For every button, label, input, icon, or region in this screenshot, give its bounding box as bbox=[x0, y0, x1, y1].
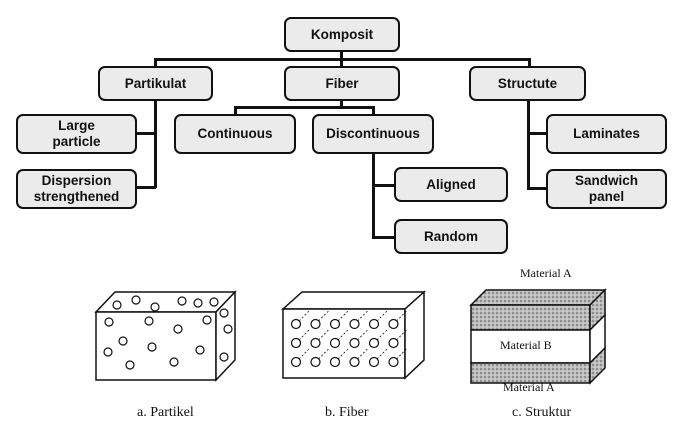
node-continuous: Continuous bbox=[174, 114, 296, 154]
fiber-line bbox=[337, 328, 350, 341]
node-label: strengthened bbox=[33, 189, 120, 204]
node-large-particle: Large particle bbox=[16, 114, 137, 154]
node-partikulat: Partikulat bbox=[98, 66, 213, 101]
fiber-line bbox=[318, 328, 330, 341]
connector bbox=[234, 106, 237, 116]
fiber-end bbox=[290, 337, 302, 349]
structure-block bbox=[469, 288, 607, 385]
connector bbox=[372, 236, 396, 239]
node-label: particle bbox=[52, 134, 101, 149]
fiber-end bbox=[329, 337, 341, 349]
fiber-line bbox=[318, 309, 330, 322]
connector bbox=[234, 106, 374, 109]
connector bbox=[154, 99, 157, 188]
node-komposit: Komposit bbox=[284, 17, 400, 52]
connector bbox=[372, 152, 375, 238]
fiber-line bbox=[357, 309, 369, 322]
fiber-line bbox=[298, 309, 311, 322]
connector bbox=[527, 132, 547, 135]
node-discontinuous: Discontinuous bbox=[312, 114, 434, 154]
fiber-line bbox=[318, 347, 330, 360]
fiber-end bbox=[388, 356, 399, 368]
fiber-line bbox=[298, 347, 311, 360]
node-laminates: Laminates bbox=[546, 114, 667, 154]
particles bbox=[103, 295, 233, 370]
fiber-end bbox=[349, 337, 360, 349]
node-random: Random bbox=[394, 219, 508, 254]
fiber-line bbox=[376, 347, 389, 360]
node-label: Large bbox=[58, 118, 95, 133]
fiber-line bbox=[298, 328, 311, 341]
connector bbox=[154, 58, 157, 66]
fiber-end bbox=[368, 356, 380, 368]
connector bbox=[527, 187, 547, 190]
fiber-end bbox=[329, 318, 341, 330]
fiber-end bbox=[388, 318, 399, 330]
connector bbox=[528, 58, 531, 66]
connector bbox=[527, 99, 530, 189]
node-structute: Structute bbox=[469, 66, 586, 101]
node-dispersion-strengthened: Dispersion strengthened bbox=[16, 169, 137, 209]
particle-block bbox=[94, 290, 237, 382]
node-label: panel bbox=[588, 189, 625, 204]
fiber-end bbox=[349, 318, 360, 330]
fiber-line bbox=[337, 309, 350, 322]
fiber-block bbox=[281, 290, 426, 380]
node-label: Dispersion bbox=[41, 173, 112, 188]
fiber-line bbox=[357, 347, 369, 360]
node-label: Sandwich bbox=[574, 173, 638, 188]
connector bbox=[340, 99, 343, 107]
fiber-line bbox=[376, 328, 389, 341]
fiber-end bbox=[310, 337, 321, 349]
node-sandwich-panel: Sandwich panel bbox=[546, 169, 667, 209]
material-a-bottom-label: Material A bbox=[503, 380, 555, 394]
fiber-end bbox=[290, 356, 302, 368]
fiber-end bbox=[329, 356, 341, 368]
fibers bbox=[290, 309, 408, 368]
fiber-line bbox=[357, 328, 369, 341]
fiber-end bbox=[368, 337, 380, 349]
fiber-end bbox=[368, 318, 380, 330]
fiber-end bbox=[310, 318, 321, 330]
node-fiber: Fiber bbox=[284, 66, 400, 101]
material-a-top-label: Material A bbox=[520, 266, 572, 280]
connector bbox=[372, 184, 396, 187]
material-b-label: Material B bbox=[500, 338, 552, 352]
connector bbox=[154, 58, 530, 61]
connector bbox=[136, 132, 156, 135]
fiber-end bbox=[349, 356, 360, 368]
caption-struktur: c. Struktur bbox=[512, 405, 572, 420]
fiber-line bbox=[337, 347, 350, 360]
fiber-line bbox=[396, 328, 408, 341]
connector bbox=[136, 186, 156, 189]
caption-partikel: a. Partikel bbox=[137, 405, 194, 420]
fiber-line bbox=[396, 347, 408, 360]
caption-fiber: b. Fiber bbox=[325, 405, 369, 420]
fiber-end bbox=[388, 337, 399, 349]
fiber-line bbox=[396, 309, 408, 322]
node-aligned: Aligned bbox=[394, 167, 508, 202]
fiber-end bbox=[310, 356, 321, 368]
fiber-line bbox=[376, 309, 389, 322]
fiber-end bbox=[290, 318, 302, 330]
connector bbox=[372, 106, 375, 116]
